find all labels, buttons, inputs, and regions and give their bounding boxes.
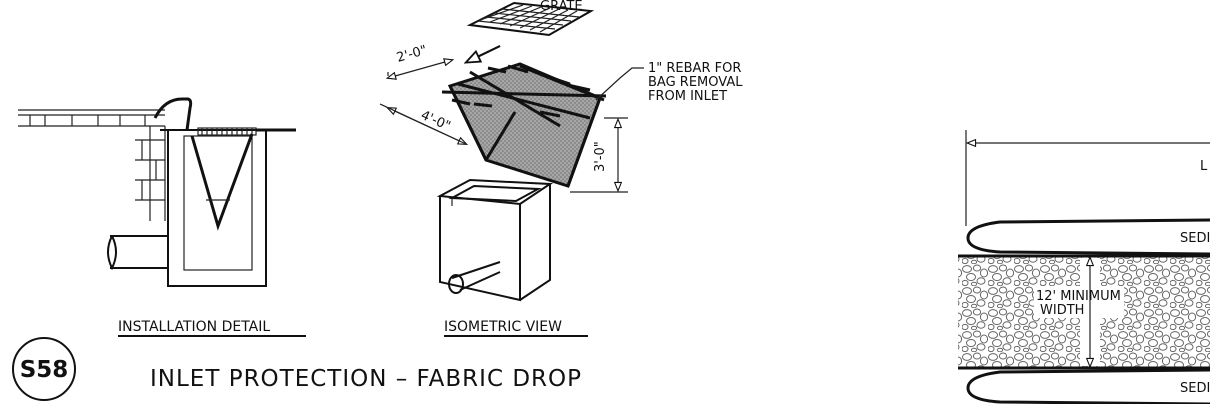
min-width-label-2: WIDTH [1040,303,1084,318]
dim-depth: 3'-0" [570,117,628,193]
inlet-box [436,178,554,302]
grate-label: GRATE [540,0,583,14]
rebar-label-line-1: 1" REBAR FOR [648,61,741,76]
badge-text: S58 [20,357,69,383]
isometric-view-caption: ISOMETRIC VIEW [444,319,562,335]
sediment-label-bottom: SEDI [1180,381,1210,396]
grate: GRATE [466,0,595,37]
dim-width: 2'-0" [388,43,452,78]
installation-detail-caption: INSTALLATION DETAIL [118,319,270,335]
detail-badge: S58 [12,337,76,401]
isometric-view: GRATE 2'-0" 4'-0" [379,0,743,337]
sediment-berm-top [966,218,1210,256]
curb-lip [153,97,193,131]
installation-detail: INSTALLATION DETAIL [18,97,306,337]
rebar-callout: 1" REBAR FOR BAG REMOVAL FROM INLET [595,61,743,104]
dim-length: 4'-0" [379,103,466,144]
grate-section [197,127,296,136]
sediment-label-top: SEDI [1180,231,1210,246]
dim-width-label: 2'-0" [395,43,429,66]
dim-depth-label: 3'-0" [593,141,608,172]
rebar-label-line-3: FROM INLET [648,89,727,104]
ground-hatch [18,109,166,221]
fabric-drop-bag [447,62,602,188]
rebar-label-line-2: BAG REMOVAL [648,75,743,90]
sediment-berm-bottom [966,368,1210,404]
min-width-label-1: 12' MINIMUM [1036,289,1121,304]
fabric-bag [190,133,254,231]
outlet-pipe [107,235,168,271]
drawing-title: INLET PROTECTION – FABRIC DROP [150,366,582,392]
length-label: L [1200,159,1208,174]
right-detail: L SEDI SEDI 12' MINIMUM WIDTH [958,130,1210,404]
rebar-bars [441,64,607,128]
